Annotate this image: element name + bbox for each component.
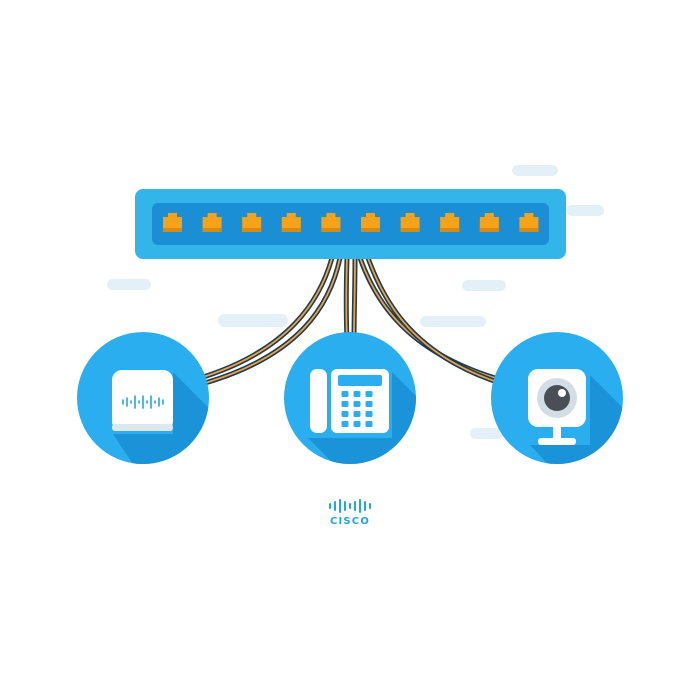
streak: [107, 279, 151, 290]
ip-phone-long-shadow: [308, 372, 416, 464]
streak: [512, 165, 558, 176]
cisco-bridge-logo-icon: [329, 499, 371, 513]
access-point-bottom-edge: [112, 424, 173, 431]
streak: [470, 428, 504, 439]
phone-key: [365, 401, 373, 407]
brand-logo: CISCO: [329, 499, 371, 527]
ethernet-port-icon: [479, 213, 499, 232]
phone-key: [365, 411, 373, 417]
streak: [420, 316, 486, 327]
access-point-logo-icon: [122, 395, 164, 409]
background-streaks: [107, 165, 604, 439]
streak: [566, 205, 604, 216]
phone-key: [353, 401, 361, 407]
phone-key: [341, 411, 349, 417]
ethernet-port-icon: [242, 213, 262, 232]
brand-wordmark: CISCO: [330, 516, 370, 527]
phone-keypad: [341, 391, 373, 427]
ip-phone-device: [284, 332, 416, 464]
ethernet-port-icon: [321, 213, 341, 232]
phone-key: [353, 421, 361, 427]
camera-long-shadow: [530, 375, 623, 464]
ethernet-port-icon: [202, 213, 222, 232]
cable-to-access-point: [197, 255, 343, 386]
camera-stand: [553, 424, 561, 438]
phone-display: [338, 375, 382, 386]
cable-to-camera: [357, 255, 503, 386]
phone-key: [353, 391, 361, 397]
network-switch: [135, 189, 566, 259]
phone-key: [365, 391, 373, 397]
switch-ports: [163, 213, 539, 232]
ethernet-port-icon: [281, 213, 301, 232]
ethernet-port-icon: [519, 213, 539, 232]
ethernet-port-icon: [361, 213, 380, 232]
streak: [218, 314, 288, 327]
phone-key: [341, 391, 349, 397]
ethernet-port-icon: [400, 213, 420, 232]
phone-handset: [310, 369, 327, 433]
camera-lens: [544, 385, 570, 411]
access-point-device: [77, 332, 209, 464]
desk-phone-icon: [310, 369, 389, 433]
ethernet-port-icon: [163, 213, 182, 232]
phone-key: [341, 421, 349, 427]
camera-lens-glint: [558, 389, 566, 397]
ethernet-port-icon: [440, 213, 460, 232]
cables: [197, 255, 503, 386]
phone-key: [365, 421, 373, 427]
streak: [462, 280, 506, 291]
camera-device: [491, 332, 623, 464]
phone-key: [353, 411, 361, 417]
access-point-long-shadow: [113, 372, 209, 464]
phone-key: [341, 401, 349, 407]
camera-foot: [538, 438, 576, 445]
security-camera-icon: [528, 369, 586, 445]
